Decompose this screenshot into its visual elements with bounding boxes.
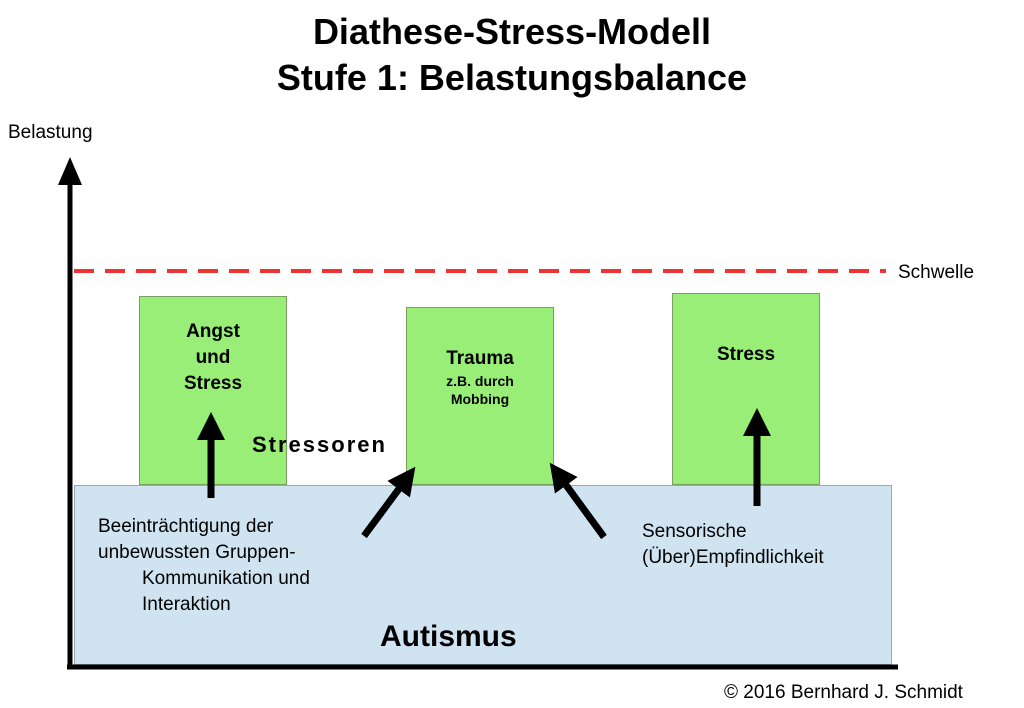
left-description-line: unbewussten Gruppen- xyxy=(98,542,296,563)
right-description-line: (Über)Empfindlichkeit xyxy=(642,547,824,568)
title-line-2: Stufe 1: Belastungsbalance xyxy=(276,57,748,98)
bar-sublabel-line: Mobbing xyxy=(450,391,510,407)
bar-label-line: Stress xyxy=(716,344,776,365)
arrow-center-right xyxy=(549,462,607,540)
copyright-notice: © 2016 Bernhard J. Schmidt xyxy=(724,682,963,703)
bar-label-line: Stress xyxy=(183,373,243,394)
bar-trauma: Trauma z.B. durch Mobbing xyxy=(406,307,554,485)
stressors-label: Stressoren xyxy=(252,432,387,457)
right-description-line: Sensorische xyxy=(642,521,747,542)
left-description-line: Kommunikation und xyxy=(142,568,310,589)
bar-sublabel-line: z.B. durch xyxy=(446,373,514,389)
threshold-label: Schwelle xyxy=(898,262,975,283)
left-description-line: Interaktion xyxy=(142,594,231,615)
y-axis-arrowhead xyxy=(58,157,82,185)
autism-base-block xyxy=(74,485,892,665)
bar-stress: Stress xyxy=(672,293,820,485)
autism-label: Autismus xyxy=(380,620,517,653)
bar-label-line: Trauma xyxy=(446,348,514,369)
title-line-1: Diathese-Stress-Modell xyxy=(312,11,712,52)
bar-label-line: und xyxy=(195,347,231,368)
left-description-line: Beeinträchtigung der xyxy=(98,516,274,537)
bar-label-line: Angst xyxy=(186,321,240,342)
y-axis-label: Belastung xyxy=(8,122,93,143)
arrow-center-left xyxy=(361,466,416,539)
